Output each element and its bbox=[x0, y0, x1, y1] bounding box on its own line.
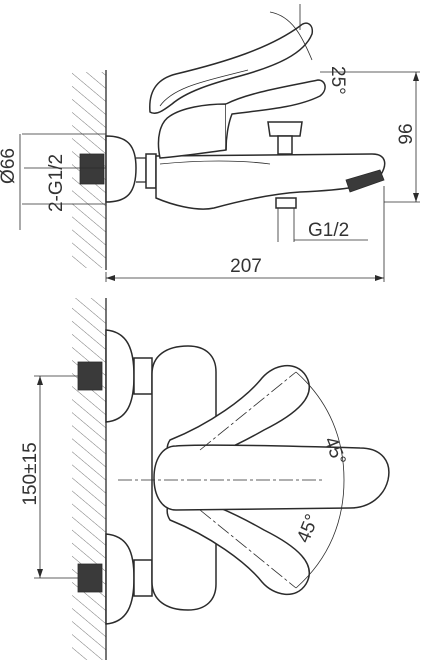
lever-handle bbox=[149, 22, 314, 115]
eccentric-lower bbox=[77, 563, 103, 593]
wall-hatch-bottom bbox=[72, 298, 106, 660]
eccentric-upper bbox=[77, 361, 103, 391]
cartridge-housing bbox=[157, 103, 227, 159]
label-diameter: Ø66 bbox=[0, 148, 19, 184]
escutcheon-side bbox=[105, 135, 137, 203]
outlet-nut bbox=[275, 197, 297, 209]
centerline-upper bbox=[199, 371, 297, 451]
lever-contour bbox=[159, 69, 249, 107]
label-thread-wall: 2-G1/2 bbox=[46, 154, 67, 212]
nut-upper bbox=[133, 357, 153, 395]
front-view: 150±15 45° 45° bbox=[20, 298, 390, 660]
label-angle-bottom: 45° bbox=[293, 511, 323, 546]
label-height: 96 bbox=[396, 123, 417, 144]
label-length: 207 bbox=[230, 256, 262, 277]
nut-lower bbox=[133, 559, 153, 597]
aerator bbox=[345, 169, 385, 193]
label-center-distance: 150±15 bbox=[20, 442, 41, 505]
diverter-stem bbox=[277, 135, 293, 155]
eccentric-thread bbox=[79, 153, 105, 185]
nut-side-a bbox=[136, 157, 147, 183]
spout-contour bbox=[159, 160, 271, 165]
escutcheon-upper bbox=[105, 329, 135, 423]
diverter-knob bbox=[267, 121, 303, 137]
label-angle-lever: 25° bbox=[327, 66, 348, 95]
spout-body bbox=[155, 153, 386, 210]
dim-angle-arc bbox=[269, 11, 313, 61]
side-view: 25° 96 Ø66 2-G1/2 G1/2 207 bbox=[0, 4, 420, 282]
lever-base bbox=[225, 79, 326, 151]
label-thread-outlet: G1/2 bbox=[308, 220, 349, 241]
lever-front bbox=[153, 444, 390, 511]
dim-angle-arc-front bbox=[295, 371, 345, 589]
escutcheon-lower bbox=[105, 533, 135, 625]
nut-side-b bbox=[145, 153, 157, 189]
centerline-lower bbox=[199, 509, 297, 589]
